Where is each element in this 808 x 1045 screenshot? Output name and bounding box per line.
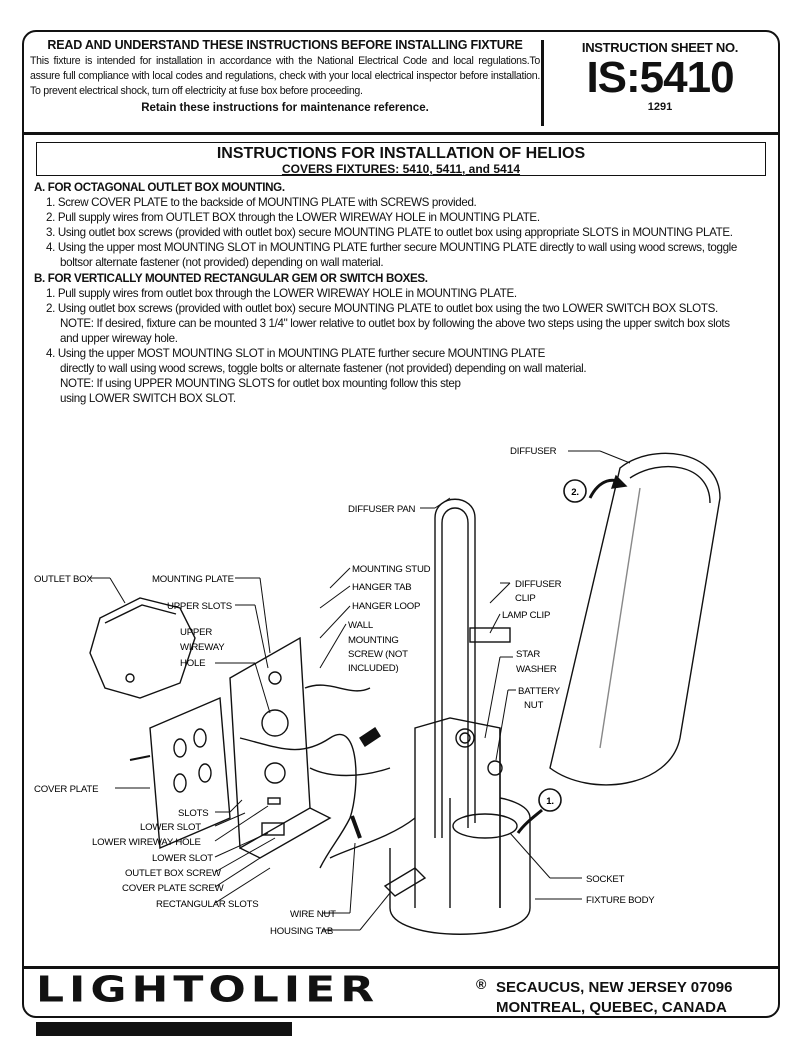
sheet-number-block: INSTRUCTION SHEET NO. IS:5410 1291 <box>560 40 760 113</box>
header-rule <box>22 132 780 135</box>
label-battery-nut: NUT <box>524 700 543 711</box>
label-mounting-plate: MOUNTING PLATE <box>152 574 234 585</box>
step-2-label: 2. <box>571 487 579 498</box>
section-a-step: 3. Using outlet box screws (provided wit… <box>46 226 733 240</box>
footer-rule <box>22 966 780 969</box>
label-socket: SOCKET <box>586 874 625 885</box>
label-housing-tab: HOUSING TAB <box>270 926 333 937</box>
section-a-step-cont: boltsor alternate fastener (not provided… <box>60 256 384 270</box>
label-upper-slots: UPPER SLOTS <box>167 601 232 612</box>
instructions-body: A. FOR OCTAGONAL OUTLET BOX MOUNTING. 1.… <box>34 180 774 406</box>
label-upper-wireway-hole: HOLE <box>180 658 205 669</box>
step-1-marker <box>538 788 562 812</box>
label-mounting-stud: MOUNTING STUD <box>352 564 431 575</box>
address-line-1: SECAUCUS, NEW JERSEY 07096 <box>496 979 733 996</box>
label-cover-plate-screw: COVER PLATE SCREW <box>122 883 225 894</box>
label-diffuser: DIFFUSER <box>510 446 557 457</box>
label-lamp-clip: LAMP CLIP <box>502 610 550 621</box>
retain-notice: Retain these instructions for maintenanc… <box>141 102 429 114</box>
section-a-step: 2. Pull supply wires from OUTLET BOX thr… <box>46 211 540 225</box>
section-a-step: 4. Using the upper most MOUNTING SLOT in… <box>46 241 737 255</box>
section-b-note: NOTE: If using UPPER MOUNTING SLOTS for … <box>60 377 461 391</box>
diffuser-drawing <box>549 452 721 786</box>
label-lower-slot: LOWER SLOT <box>140 822 201 833</box>
label-slots: SLOTS <box>178 808 208 819</box>
label-star-washer: STAR <box>516 649 540 660</box>
address-line-2: MONTREAL, QUEBEC, CANADA <box>496 999 727 1016</box>
header-divider <box>541 40 544 126</box>
section-a-step: 1. Screw COVER PLATE to the backside of … <box>46 196 477 210</box>
section-b-note: NOTE: If desired, fixture can be mounted… <box>60 316 730 330</box>
mounting-plate-drawing <box>229 636 332 859</box>
section-a-heading: A. FOR OCTAGONAL OUTLET BOX MOUNTING. <box>34 181 285 194</box>
label-wall-mounting-screw: WALL <box>348 620 374 631</box>
label-diffuser-pan: DIFFUSER PAN <box>348 504 416 515</box>
label-diffuser-clip: DIFFUSER <box>515 579 562 590</box>
instruction-sheet-border <box>22 30 780 1018</box>
registered-mark: ® <box>476 976 487 992</box>
label-outlet-box: OUTLET BOX <box>34 574 93 585</box>
sheet-number-label: INSTRUCTION SHEET NO. <box>581 40 739 55</box>
outlet-box-drawing <box>89 597 196 699</box>
label-lower-wireway-hole: LOWER WIREWAY HOLE <box>92 837 201 848</box>
header-notice: READ AND UNDERSTAND THESE INSTRUCTIONS B… <box>30 38 540 114</box>
section-b-step: 1. Pull supply wires from outlet box thr… <box>46 286 517 300</box>
label-rectangular-slots: RECTANGULAR SLOTS <box>156 899 259 910</box>
label-fixture-body: FIXTURE BODY <box>586 895 655 906</box>
notice-heading: READ AND UNDERSTAND THESE INSTRUCTIONS B… <box>47 38 523 52</box>
footer-bar <box>36 1022 292 1036</box>
page-subtitle: COVERS FIXTURES: 5410, 5411, and 5414 <box>281 162 521 176</box>
label-star-washer: WASHER <box>516 664 557 675</box>
label-battery-nut: BATTERY <box>518 686 561 697</box>
label-hanger-tab: HANGER TAB <box>352 582 411 593</box>
label-lower-slot: LOWER SLOT <box>152 853 213 864</box>
section-b-step: 4. Using the upper MOST MOUNTING SLOT in… <box>46 347 545 361</box>
label-wire-nut: WIRE NUT <box>290 909 336 920</box>
cover-plate-drawing <box>149 696 231 850</box>
notice-paragraph: This fixture is intended for installatio… <box>30 55 540 97</box>
diffuser-pan-drawing <box>434 498 476 838</box>
label-outlet-box-screw: OUTLET BOX SCREW <box>125 868 222 879</box>
sheet-code: 1291 <box>647 101 673 113</box>
company-address: SECAUCUS, NEW JERSEY 07096 MONTREAL, QUE… <box>496 978 732 1018</box>
section-b-heading: B. FOR VERTICALLY MOUNTED RECTANGULAR GE… <box>34 271 428 285</box>
step-2-marker <box>563 479 587 503</box>
title-box: INSTRUCTIONS FOR INSTALLATION OF HELIOS … <box>36 142 766 176</box>
label-wall-mounting-screw: INCLUDED) <box>348 663 398 674</box>
section-b-step-cont: directly to wall using wood screws, togg… <box>60 362 587 376</box>
sheet-number: IS:5410 <box>586 53 734 102</box>
lightolier-logo: LIGHTOLIER <box>36 969 380 1011</box>
label-wall-mounting-screw: MOUNTING <box>348 635 399 646</box>
page-title: INSTRUCTIONS FOR INSTALLATION OF HELIOS <box>216 145 586 162</box>
section-b-step: 2. Using outlet box screws (provided wit… <box>46 301 718 315</box>
label-cover-plate: COVER PLATE <box>34 784 98 795</box>
section-b-note-cont: and upper wireway hole. <box>60 331 178 345</box>
section-b-note-cont: using LOWER SWITCH BOX SLOT. <box>60 392 236 406</box>
label-diffuser-clip: CLIP <box>515 593 536 604</box>
label-hanger-loop: HANGER LOOP <box>352 601 420 612</box>
label-upper-wireway-hole: WIREWAY <box>180 642 225 653</box>
step-1-label: 1. <box>546 796 554 807</box>
fixture-body-drawing <box>389 627 531 935</box>
label-upper-wireway-hole: UPPER <box>180 627 212 638</box>
label-wall-mounting-screw: SCREW (NOT <box>348 649 408 660</box>
installation-diagram: 2. 1. DIFFUSER DIFFUSER PAN MOUNTING STU… <box>34 446 721 937</box>
